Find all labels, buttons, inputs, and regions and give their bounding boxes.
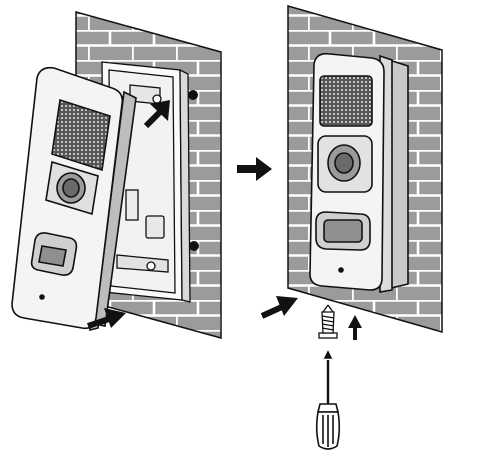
arrow-next-step [237,157,272,181]
screwdriver-icon [315,350,341,450]
arrow-point-to-bottom [260,296,298,319]
status-led-icon [39,294,45,300]
doorbell-tilted [11,66,137,332]
wall-plug-bottom [189,241,199,251]
speaker-grille-icon-2 [319,75,373,127]
wall-plug-top [188,90,198,100]
status-led-icon-2 [338,267,344,273]
arrow-push-in-left [87,308,126,329]
arrow-screw-up [348,315,362,340]
doorbell-installed [309,52,409,293]
screw-icon [318,304,338,339]
speaker-grille-icon [51,98,111,172]
arrow-hook-up-right [143,100,170,129]
